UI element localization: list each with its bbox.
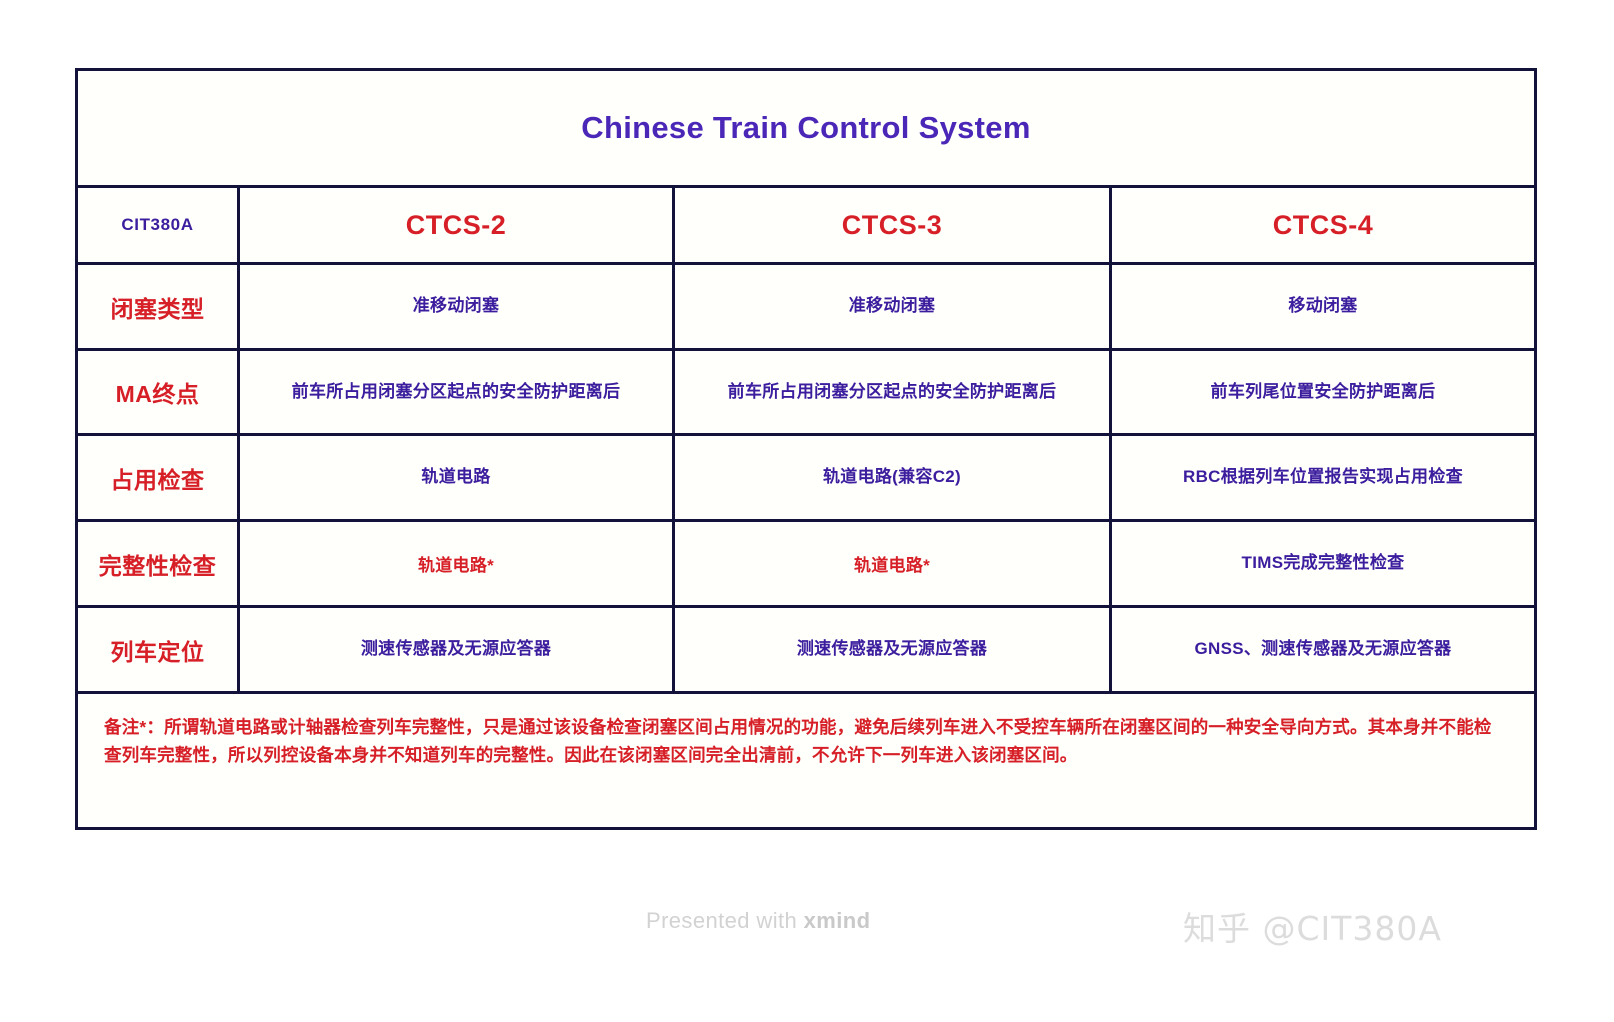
cell-ctcs3: 轨道电路(兼容C2)	[675, 436, 1112, 519]
cell-value: 轨道电路(兼容C2)	[822, 467, 962, 487]
row-label: 完整性检查	[98, 552, 217, 579]
header-cell-ctcs4: CTCS-4	[1112, 188, 1534, 262]
table-row: 占用检查 轨道电路 轨道电路(兼容C2) RBC根据列车位置报告实现占用检查	[78, 436, 1534, 522]
cell-value: 准移动闭塞	[848, 296, 936, 316]
ctcs-comparison-table: Chinese Train Control System CIT380A CTC…	[75, 68, 1537, 830]
table-row: 闭塞类型 准移动闭塞 准移动闭塞 移动闭塞	[78, 265, 1534, 351]
table-footnote: 备注*：所谓轨道电路或计轴器检查列车完整性，只是通过该设备检查闭塞区间占用情况的…	[78, 694, 1534, 827]
cell-ctcs4: 移动闭塞	[1112, 265, 1534, 348]
column-header-ctcs3: CTCS-3	[841, 209, 943, 240]
cell-ctcs2: 轨道电路	[240, 436, 675, 519]
cell-ctcs2: 测速传感器及无源应答器	[240, 608, 675, 691]
cell-ctcs4: GNSS、测速传感器及无源应答器	[1112, 608, 1534, 691]
cell-value: 前车所占用闭塞分区起点的安全防护距离后	[727, 381, 1057, 401]
row-label: 闭塞类型	[110, 295, 205, 322]
row-label: 列车定位	[110, 638, 205, 665]
xmind-prefix-text: Presented with	[646, 908, 804, 933]
header-cell-brand: CIT380A	[78, 188, 240, 262]
cell-value: 测速传感器及无源应答器	[796, 639, 988, 659]
cell-value: 准移动闭塞	[412, 296, 500, 316]
xmind-watermark: Presented with xmind	[646, 908, 870, 934]
table-header-row: CIT380A CTCS-2 CTCS-3 CTCS-4	[78, 188, 1534, 265]
header-cell-ctcs2: CTCS-2	[240, 188, 675, 262]
row-label-cell: 占用检查	[78, 436, 240, 519]
cell-ctcs2: 轨道电路*	[240, 522, 675, 605]
cell-ctcs4: 前车列尾位置安全防护距离后	[1112, 351, 1534, 433]
row-label-cell: 列车定位	[78, 608, 240, 691]
xmind-brand-text: xmind	[803, 908, 871, 933]
row-label-cell: 闭塞类型	[78, 265, 240, 348]
cell-ctcs4: RBC根据列车位置报告实现占用检查	[1112, 436, 1534, 519]
page-title: Chinese Train Control System	[581, 110, 1031, 145]
zhihu-watermark: 知乎 @CIT380A	[1183, 909, 1442, 948]
cell-value: 轨道电路*	[417, 556, 495, 575]
cell-ctcs2: 前车所占用闭塞分区起点的安全防护距离后	[240, 351, 675, 433]
table-row: MA终点 前车所占用闭塞分区起点的安全防护距离后 前车所占用闭塞分区起点的安全防…	[78, 351, 1534, 436]
brand-label: CIT380A	[121, 215, 194, 234]
table-row: 完整性检查 轨道电路* 轨道电路* TIMS完成完整性检查	[78, 522, 1534, 608]
row-label-cell: MA终点	[78, 351, 240, 433]
table-row: 列车定位 测速传感器及无源应答器 测速传感器及无源应答器 GNSS、测速传感器及…	[78, 608, 1534, 694]
column-header-ctcs2: CTCS-2	[405, 209, 507, 240]
cell-ctcs4: TIMS完成完整性检查	[1112, 522, 1534, 605]
cell-ctcs3: 前车所占用闭塞分区起点的安全防护距离后	[675, 351, 1112, 433]
cell-value: 前车列尾位置安全防护距离后	[1210, 381, 1436, 401]
footnote-text: 备注*：所谓轨道电路或计轴器检查列车完整性，只是通过该设备检查闭塞区间占用情况的…	[104, 717, 1492, 765]
cell-value: GNSS、测速传感器及无源应答器	[1194, 639, 1452, 659]
row-label-cell: 完整性检查	[78, 522, 240, 605]
cell-ctcs3: 测速传感器及无源应答器	[675, 608, 1112, 691]
cell-ctcs3: 准移动闭塞	[675, 265, 1112, 348]
cell-value: TIMS完成完整性检查	[1241, 553, 1405, 573]
cell-value: 前车所占用闭塞分区起点的安全防护距离后	[291, 381, 621, 401]
cell-value: 测速传感器及无源应答器	[360, 639, 552, 659]
cell-value: 轨道电路*	[853, 556, 931, 575]
row-label: 占用检查	[110, 466, 205, 493]
column-header-ctcs4: CTCS-4	[1272, 209, 1374, 240]
cell-ctcs2: 准移动闭塞	[240, 265, 675, 348]
cell-value: RBC根据列车位置报告实现占用检查	[1183, 467, 1463, 487]
header-cell-ctcs3: CTCS-3	[675, 188, 1112, 262]
row-label: MA终点	[115, 381, 200, 407]
cell-value: 轨道电路	[421, 467, 491, 487]
table-title-band: Chinese Train Control System	[78, 71, 1534, 188]
cell-ctcs3: 轨道电路*	[675, 522, 1112, 605]
cell-value: 移动闭塞	[1288, 296, 1358, 316]
